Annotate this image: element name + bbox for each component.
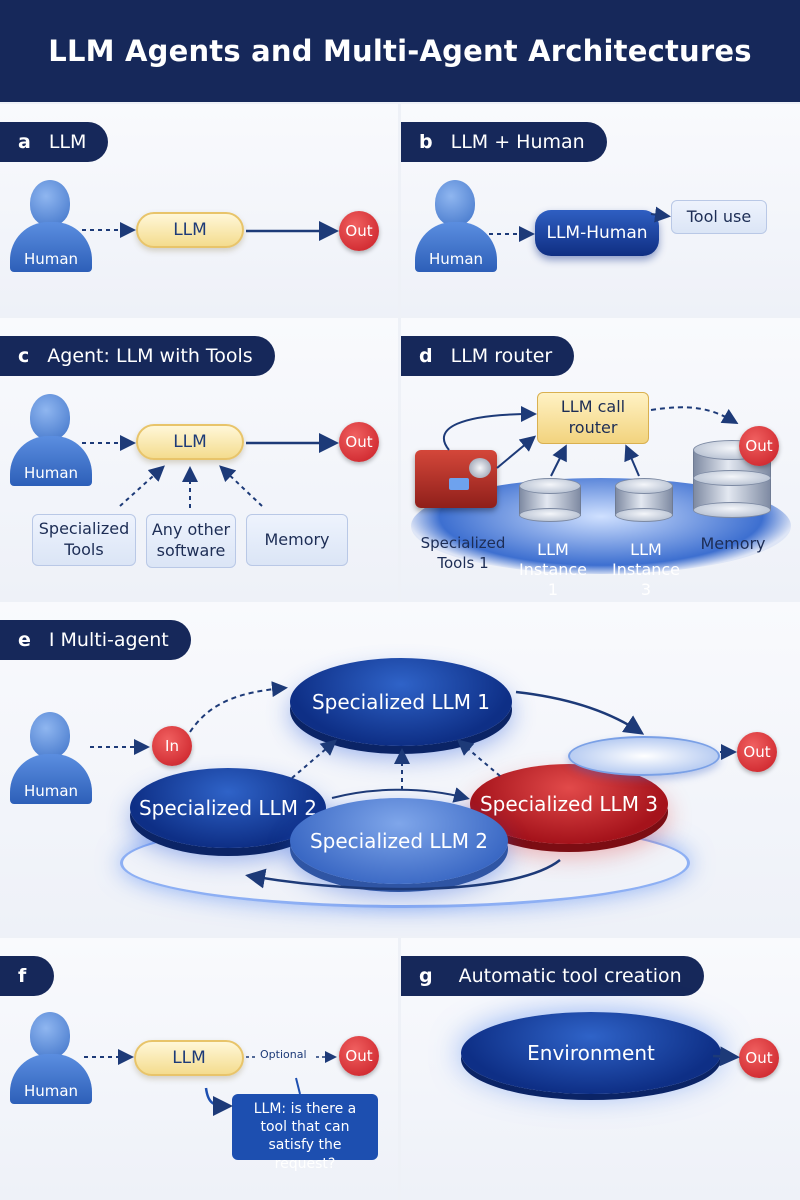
panel-c-arrows [82,433,339,508]
header-banner: LLM Agents and Multi-Agent Architectures [0,0,800,102]
llm-instance-1-label: LLM Instance 1 [518,540,588,599]
optional-label: Optional [260,1048,307,1061]
panel-b-title: LLM + Human [450,131,585,153]
panel-e-title: I Multi-agent [48,629,169,651]
llm-node: LLM [136,424,244,460]
llm-instance-3-database-icon [615,478,673,522]
specialized-llm-2-disc-left: Specialized LLM 2 [130,768,326,848]
environment-disc: Environment [461,1012,721,1094]
llm-node: LLM [134,1040,244,1076]
human-icon: Human [10,712,92,804]
output-disc [568,736,720,776]
panel-e-arrows [90,681,737,891]
specialized-tools-box: Specialized Tools [32,514,136,566]
panel-a-arrows [82,221,339,241]
llm-node: LLM [136,212,244,248]
any-other-software-box: Any other software [146,514,236,568]
specialized-tools-label: Specialized Tools 1 [420,534,506,572]
panel-d-arrows [442,406,739,477]
out-node: Out [739,426,779,466]
panel-f-arrows [84,1049,337,1116]
llm-instance-3-label: LLM Instance 3 [611,540,681,599]
panel-g-arrows [712,1046,740,1067]
human-icon: Human [415,180,497,272]
out-node: Out [339,211,379,251]
out-node: Out [739,1038,779,1078]
memory-label: Memory [700,534,766,553]
toolbox-icon [415,450,497,508]
tool-use-box: Tool use [671,200,767,234]
panel-d-title: LLM router [450,345,553,367]
out-node: Out [339,422,379,462]
panel-c-title: Agent: LLM with Tools [47,345,253,367]
llm-instance-1-database-icon [519,478,581,522]
specialized-llm-2-disc-center: Specialized LLM 2 [290,798,508,884]
specialized-llm-3-disc: Specialized LLM 3 [470,764,668,844]
router-box: LLM call router [537,392,649,444]
specialized-llm-1-disc: Specialized LLM 1 [290,658,512,746]
llm-human-node: LLM-Human [535,210,659,256]
panel-b-arrows [489,206,671,242]
panel-f: f Human LLM Optional Out LLM: is there a… [0,938,398,1200]
memory-box: Memory [246,514,348,566]
human-icon: Human [10,394,92,486]
tool-query-callout: LLM: is there a tool that can satisfy th… [232,1094,378,1172]
page-title: LLM Agents and Multi-Agent Architectures [48,34,752,68]
in-node: In [152,726,192,766]
out-node: Out [737,732,777,772]
out-node: Out [339,1036,379,1076]
panel-g-title: Automatic tool creation [458,965,682,987]
panel-a-title: LLM [48,131,87,153]
panel-f-tag: f [0,956,55,996]
human-icon: Human [10,1012,92,1104]
human-icon: Human [10,180,92,272]
